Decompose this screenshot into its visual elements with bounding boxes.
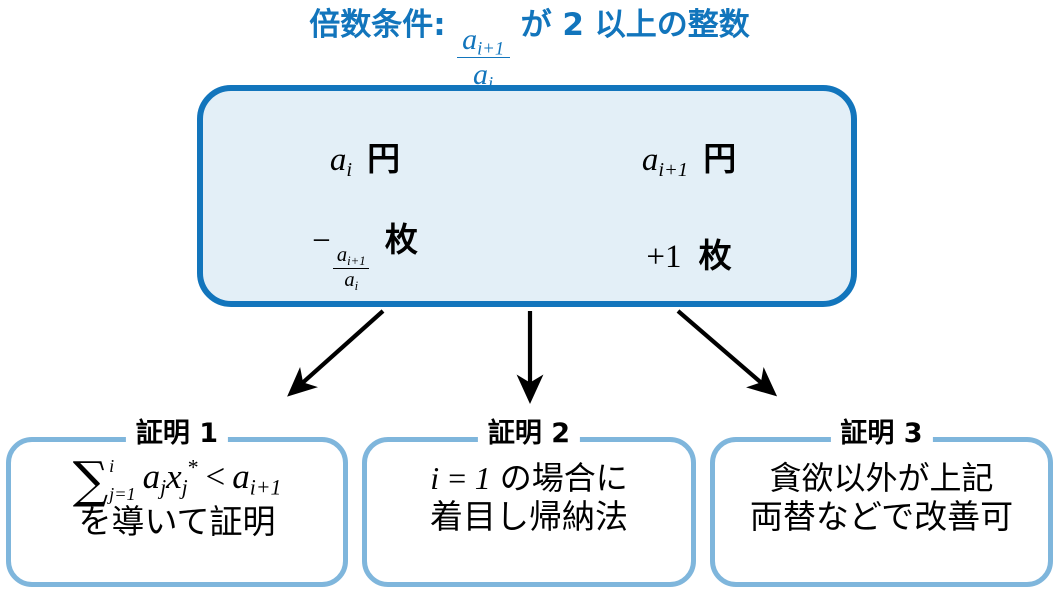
coin-right-value-unit: 円 — [703, 138, 737, 178]
coin-left-value: ai 円 — [329, 138, 401, 181]
diagram-title: 倍数条件: ai+1 ai が 2 以上の整数 — [0, 2, 1059, 94]
proof-3-text-line2: 両替などで改善可 — [749, 496, 1014, 536]
coin-right-value: ai+1 円 — [641, 138, 737, 181]
proof-1-text: を導いて証明 — [78, 502, 276, 542]
coin-right-count: +1 枚 — [646, 235, 732, 275]
coin-left-value-unit: 円 — [367, 138, 401, 178]
title-label: 倍数条件: — [309, 7, 446, 43]
arrow-group — [287, 309, 778, 404]
proof-3-text-line1: 貪欲以外が上記 — [769, 459, 994, 497]
title-fraction-numerator-sub: i+1 — [477, 38, 505, 60]
plus-sign-icon: + — [646, 238, 665, 275]
summation-icon: ∑ — [72, 450, 109, 509]
coin-left-count-unit: 枚 — [384, 220, 418, 260]
proof-3-legend: 証明 3 — [830, 419, 933, 449]
title-fraction: ai+1 ai — [446, 9, 521, 94]
arrow-right — [676, 309, 778, 397]
proof-2-legend: 証明 2 — [477, 419, 581, 449]
title-suffix: が 2 以上の整数 — [520, 7, 750, 43]
title-fraction-denominator-base: a — [473, 58, 489, 92]
coin-right-count-unit: 枚 — [698, 235, 732, 275]
proof-box-3[interactable]: 証明 3 貪欲以外が上記 両替などで改善可 — [710, 419, 1053, 587]
fraction-bar-icon — [333, 267, 370, 270]
coin-left-count: − ai+1 ai 枚 — [312, 220, 418, 293]
title-fraction-numerator-base: a — [462, 23, 478, 57]
fraction-bar-icon — [456, 56, 510, 59]
coin-transform-box: ai 円 ai+1 円 − ai+1 ai 枚 +1 枚 — [197, 85, 857, 307]
arrow-left — [287, 309, 385, 397]
proof-1-legend: 証明 1 — [125, 419, 229, 449]
minus-sign-icon: − — [312, 223, 331, 260]
title-fraction-denominator-sub: i — [488, 74, 493, 95]
proof-2-text: 着目し帰納法 — [430, 496, 628, 536]
